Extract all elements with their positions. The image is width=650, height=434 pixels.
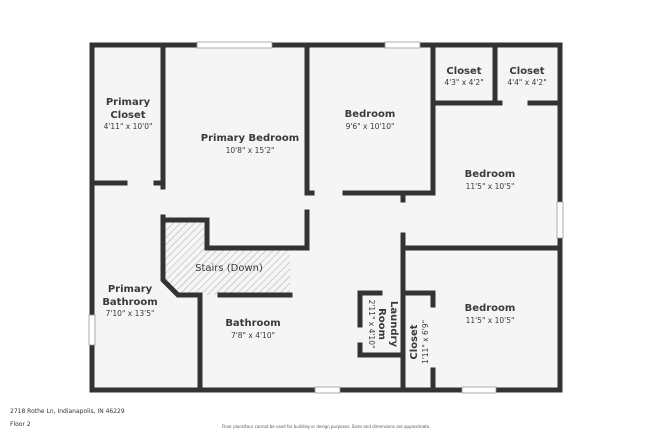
room-dimensions: 2'11" x 4'10" [367, 300, 376, 349]
room-name: Primary [106, 97, 151, 108]
room-name: Closet [409, 324, 420, 359]
room-dimensions: 9'6" x 10'10" [346, 122, 395, 131]
address: 2718 Rothe Ln, Indianapolis, IN 46229 [10, 408, 125, 415]
room-dimensions: 11'5" x 10'5" [466, 316, 515, 325]
window [384, 41, 421, 49]
room-closet-2: Closet 4'4" x 4'2" [507, 66, 546, 87]
room-closet-1: Closet 4'3" x 4'2" [444, 66, 483, 87]
disclaimer: Floor plans/tour cannot be used for buil… [222, 424, 431, 429]
room-dimensions: 7'8" x 4'10" [231, 331, 275, 340]
room-name: Stairs (Down) [195, 263, 263, 274]
room-name: Bedroom [345, 109, 396, 120]
room-dimensions: 7'10" x 13'5" [106, 309, 155, 318]
room-name: Closet [446, 66, 481, 77]
floor-label: Floor 2 [10, 421, 31, 428]
room-dimensions: 11'5" x 10'5" [466, 182, 515, 191]
room-name: Bedroom [465, 303, 516, 314]
window [88, 314, 96, 346]
room-name: Primary [108, 284, 153, 295]
room-bedroom-bottom: Bedroom 11'5" x 10'5" [465, 303, 516, 325]
window [461, 386, 497, 394]
room-name: Primary Bedroom [201, 133, 299, 144]
room-primary-bedroom: Primary Bedroom 10'8" x 15'2" [201, 133, 299, 155]
room-dimensions: 1'11" x 6'9" [421, 320, 430, 364]
room-name: Bedroom [465, 169, 516, 180]
room-dimensions: 4'11" x 10'0" [104, 122, 153, 131]
room-laundry: Laundry Room 2'11" x 4'10" [367, 300, 399, 349]
stairs-hatch [163, 220, 290, 295]
room-name: Closet [509, 66, 544, 77]
room-name: Room [376, 308, 387, 340]
room-stairs: Stairs (Down) [195, 263, 263, 274]
room-name: Laundry [388, 301, 399, 347]
room-dimensions: 10'8" x 15'2" [226, 146, 275, 155]
room-name: Bathroom [225, 318, 280, 329]
room-bedroom-right: Bedroom 11'5" x 10'5" [465, 169, 516, 191]
room-dimensions: 4'3" x 4'2" [444, 78, 483, 87]
room-bedroom-top: Bedroom 9'6" x 10'10" [345, 109, 396, 131]
room-name: Closet [110, 110, 145, 121]
window [196, 41, 273, 49]
room-primary-closet: Primary Closet 4'11" x 10'0" [104, 97, 153, 131]
room-name: Bathroom [102, 297, 157, 308]
room-dimensions: 4'4" x 4'2" [507, 78, 546, 87]
window [556, 201, 564, 239]
room-closet-small: Closet 1'11" x 6'9" [409, 320, 430, 364]
room-bathroom: Bathroom 7'8" x 4'10" [225, 318, 280, 340]
room-primary-bathroom: Primary Bathroom 7'10" x 13'5" [102, 284, 157, 318]
window [314, 386, 341, 394]
windows [88, 41, 564, 394]
